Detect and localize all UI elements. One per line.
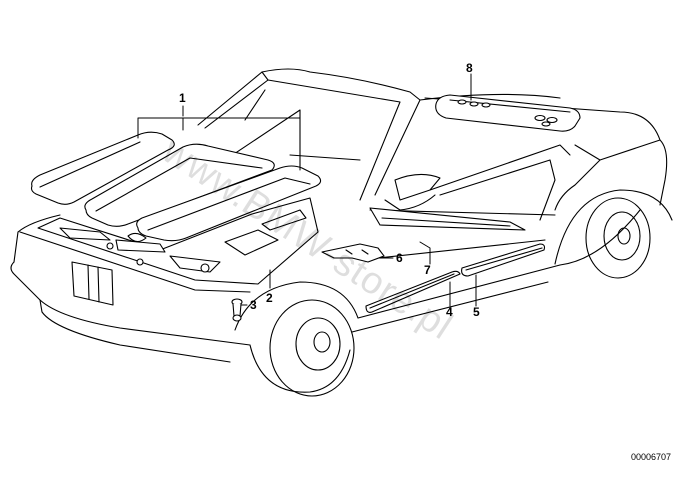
callout-1: 1 [179,91,186,105]
callout-2: 2 [266,291,273,305]
part-3-clip [231,298,243,322]
part-1-insulation-mats [30,131,322,242]
part-8-rear-shelf-mat [435,94,581,132]
callout-3: 3 [250,298,257,312]
diagram-reference-number: 00006707 [631,452,672,462]
part-2-hood-liner [37,197,319,285]
callout-8: 8 [466,61,473,75]
part-6-pad [321,243,385,263]
callout-7: 7 [424,263,431,277]
car-body [10,68,673,397]
callout-6: 6 [396,251,403,265]
callout-4: 4 [446,305,453,319]
callout-5: 5 [473,305,480,319]
leader-lines [137,73,477,307]
part-4-sill-strip [365,270,461,313]
part-5-sill-strip [461,243,546,277]
